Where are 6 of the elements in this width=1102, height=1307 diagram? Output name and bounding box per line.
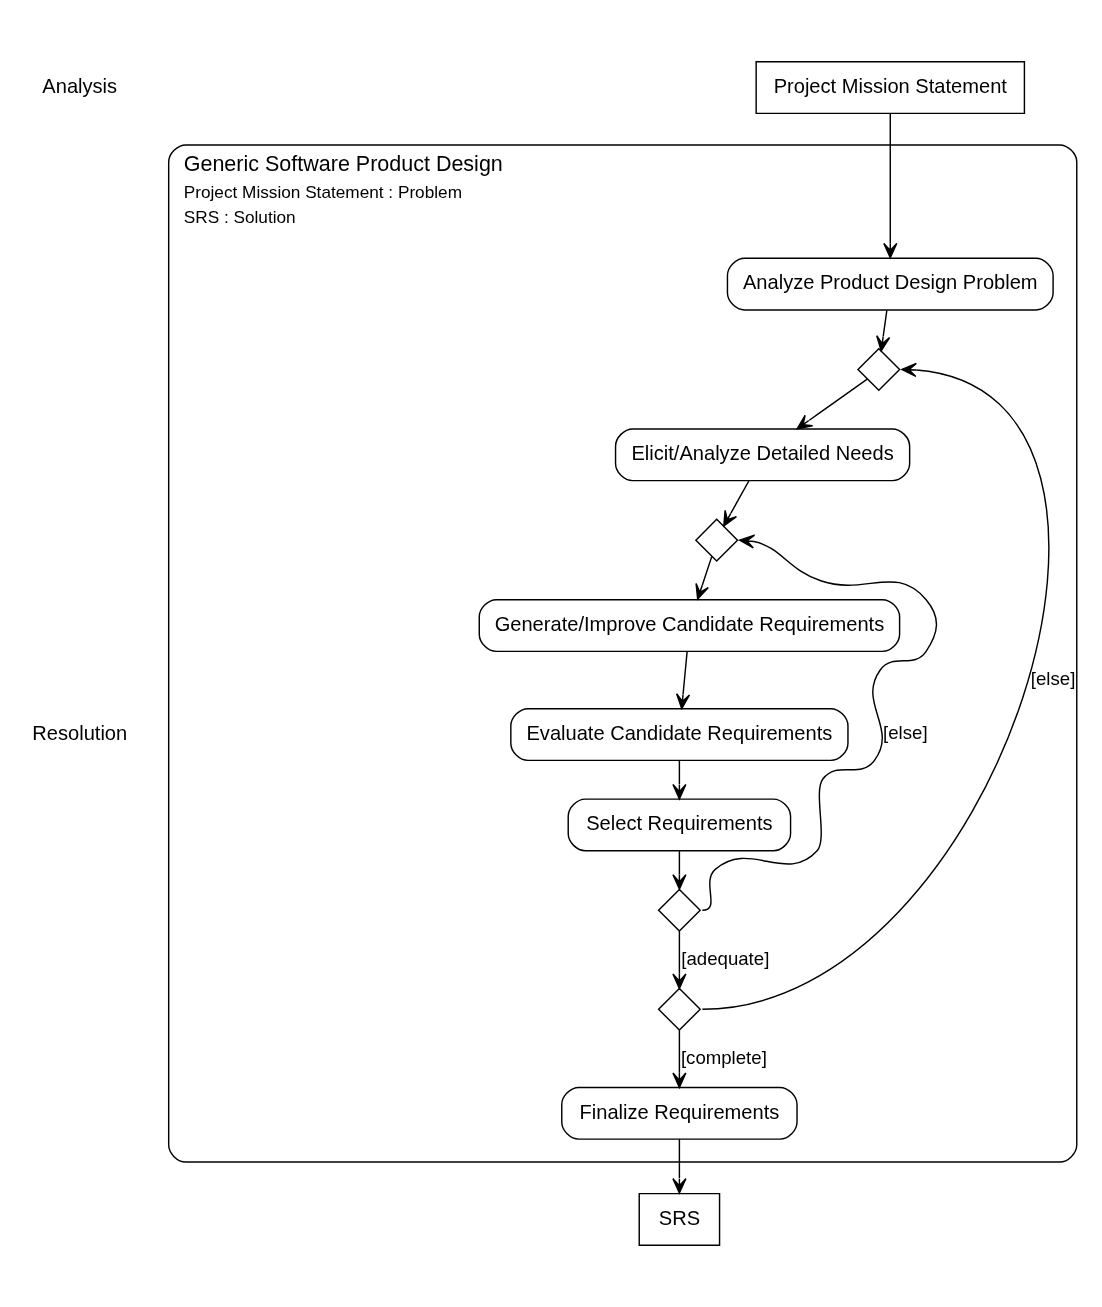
edge-label: [else] <box>883 722 928 744</box>
edge-label: [complete] <box>680 1046 767 1068</box>
label: Analysis <box>42 74 118 97</box>
edge-label: [else] <box>1030 667 1076 689</box>
edge-label: [adequate] <box>681 947 770 969</box>
label: Resolution <box>32 721 128 744</box>
